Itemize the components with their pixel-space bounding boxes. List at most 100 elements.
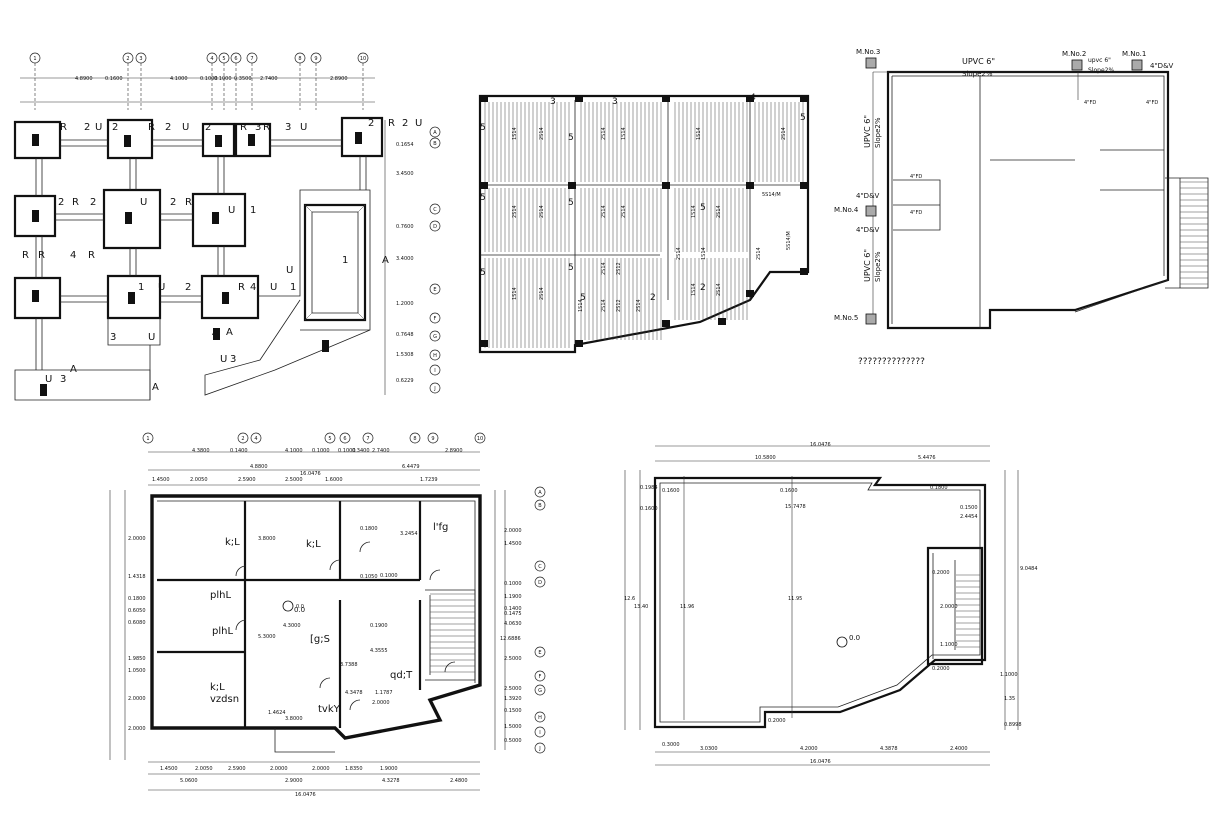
grid-bubble [324, 432, 336, 444]
footing-label: A [152, 382, 159, 393]
footing-label: U [270, 282, 277, 293]
beam-tag: 1S14 [691, 283, 697, 296]
grid-bubble [534, 684, 546, 696]
dimension: 2.9000 [285, 778, 303, 784]
manhole-label: M.No.1 [1122, 50, 1146, 58]
grid-bubble [429, 330, 441, 342]
plan-caption: ?????????????? [858, 357, 925, 367]
dimension: 4.3800 [192, 448, 210, 454]
grid-bubble [534, 499, 546, 511]
dimension: 1.6000 [325, 477, 343, 483]
dimension: 11.96 [680, 604, 694, 610]
grid-bubble [429, 126, 441, 138]
footing-label: 3 [285, 122, 291, 133]
dimension: 1.3920 [504, 696, 522, 702]
dimension: 1.4318 [128, 574, 146, 580]
beam-tag: 2S14 [601, 127, 607, 140]
footing-label: R [38, 250, 45, 261]
room-label: plhL [212, 626, 233, 637]
beam-tag: 1S14 [512, 287, 518, 300]
grid-bubble [534, 711, 546, 723]
pipe-label: UPVC 6" [863, 249, 872, 282]
dimension: 4.3278 [382, 778, 400, 784]
footing-label: A [382, 255, 389, 266]
grid-bubble-top: 9 [431, 436, 434, 442]
grid-bubble-side: C [433, 207, 437, 213]
column-block [480, 182, 488, 189]
column-block [124, 135, 131, 147]
grid-bubble-top: 3 [139, 56, 142, 62]
foundation-walls [13, 116, 384, 401]
grid-bubble [534, 486, 546, 498]
dimension: 2.5900 [238, 477, 256, 483]
footing-label: 2 [84, 122, 90, 133]
door-swing [359, 541, 371, 553]
grid-bubble-top: 5 [328, 436, 331, 442]
pipe-label: Slope2% [874, 117, 882, 148]
dimension: 1.1900 [504, 594, 522, 600]
dimension: 2.5000 [504, 686, 522, 692]
dimension: 3.8000 [258, 536, 276, 542]
beam-number: 5 [568, 263, 574, 273]
column-block [480, 340, 488, 347]
dimension: 4.3878 [880, 746, 898, 752]
dimension: 2.8900 [330, 76, 348, 82]
grid-bubble-side: I [539, 730, 540, 736]
dimension: 13.40 [634, 604, 648, 610]
dimension: 0.1800 [128, 596, 146, 602]
grid-bubble-top: 10 [477, 436, 483, 442]
dimension: 0.1000 [312, 448, 330, 454]
dimension: 1.7239 [420, 477, 438, 483]
beam-tag: 1S14 [696, 127, 702, 140]
dimension: 0.2000 [932, 570, 950, 576]
dimension: 0.1000 [214, 76, 232, 82]
beam-hatching [484, 102, 804, 348]
dimension: 2.5900 [228, 766, 246, 772]
grid-bubble-side: B [538, 503, 542, 509]
grid-bubble-top: 1 [146, 436, 149, 442]
dimension: 2.0000 [312, 766, 330, 772]
grid-bubble-top: 6 [234, 56, 237, 62]
level-mark: 0.0 [294, 606, 305, 614]
dimension: 1.1000 [940, 642, 958, 648]
beam-number: 5 [480, 123, 486, 133]
footing-label: R [388, 118, 395, 129]
grid-bubble [534, 560, 546, 572]
dimension: 2.8900 [445, 448, 463, 454]
dimension: 0.1600 [780, 488, 798, 494]
grid-bubble-side: B [433, 141, 437, 147]
footing-label: U [95, 122, 102, 133]
beam-tag: 2S14 [621, 205, 627, 218]
column-block [480, 95, 488, 102]
beam-tag: 1S14 [701, 247, 707, 260]
beam-tag: 2S14 [539, 205, 545, 218]
beam-tag: 2S14 [539, 287, 545, 300]
grid-bubble-side: C [538, 564, 542, 570]
manhole-symbol [865, 205, 877, 217]
dimension: 0.6050 [128, 608, 146, 614]
dimension: 4.0630 [504, 621, 522, 627]
dimension: 0.1600 [105, 76, 123, 82]
beam-tag: 2S14 [539, 127, 545, 140]
dimension: 16.0476 [810, 442, 831, 448]
grid-bubble [429, 382, 441, 394]
dimension: 0.6080 [128, 620, 146, 626]
beam-number: 5 [568, 198, 574, 208]
ground-floor-stairs [430, 593, 475, 673]
footing-label: 2 [368, 118, 374, 129]
dimension: 1.4500 [152, 477, 170, 483]
door-swing [349, 699, 361, 711]
beam-tag: 1S14 [578, 299, 584, 312]
dimension: 10.5800 [755, 455, 776, 461]
dimension: 0.1800 [930, 485, 948, 491]
footing-label: 1 [290, 282, 296, 293]
column-block [355, 132, 362, 144]
dimension: 3.4000 [396, 256, 414, 262]
column-block [662, 95, 670, 102]
pipe-label: 4"D&V [856, 226, 880, 234]
dimension: 0.8998 [1004, 722, 1022, 728]
dimension: 2.4454 [960, 514, 978, 520]
grid-bubble-top: 9 [314, 56, 317, 62]
footing-label: U [300, 122, 307, 133]
